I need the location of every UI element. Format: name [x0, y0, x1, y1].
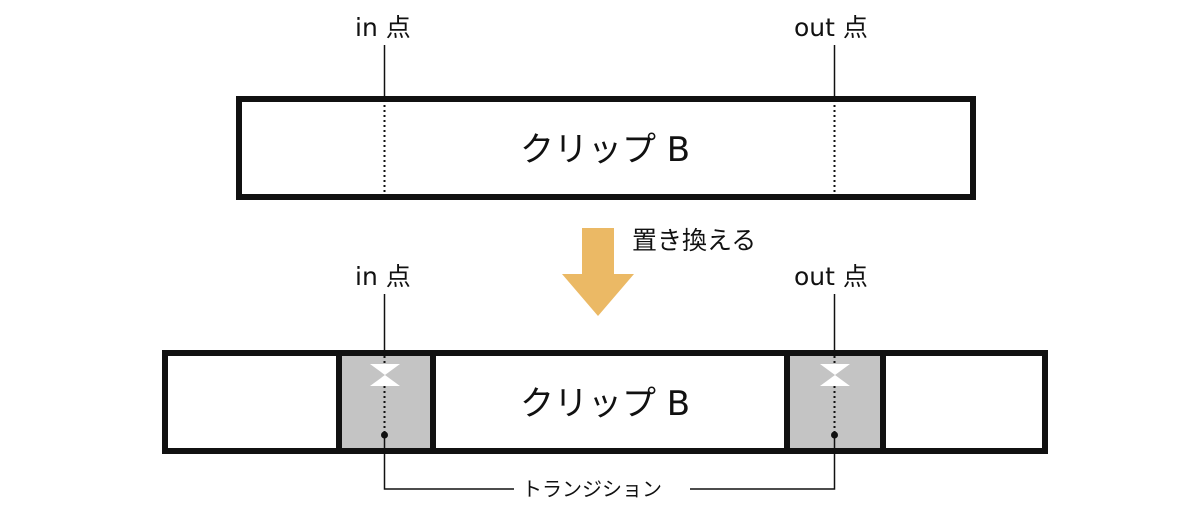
transition-label: トランジション — [522, 477, 662, 501]
transition-icon-out — [820, 364, 850, 386]
transition-bracket-left — [383, 438, 514, 490]
bottom-in-dot — [381, 431, 388, 439]
top-clip-label: クリップ B — [520, 130, 691, 170]
replace-label: 置き換える — [632, 226, 757, 255]
transition-icon-in — [370, 364, 400, 386]
bottom-timeline-bar — [162, 350, 1048, 454]
top-in-point-label: in 点 — [355, 13, 411, 42]
top-out-point-label: out 点 — [794, 13, 868, 42]
bottom-clip-label: クリップ B — [520, 384, 691, 424]
bottom-out-point-label: out 点 — [794, 262, 868, 291]
bottom-out-dot — [831, 431, 838, 439]
transition-bracket-right — [690, 438, 836, 490]
top-clip-b-bar — [236, 96, 976, 200]
down-arrow — [562, 228, 634, 316]
bottom-in-point-label: in 点 — [355, 262, 411, 291]
